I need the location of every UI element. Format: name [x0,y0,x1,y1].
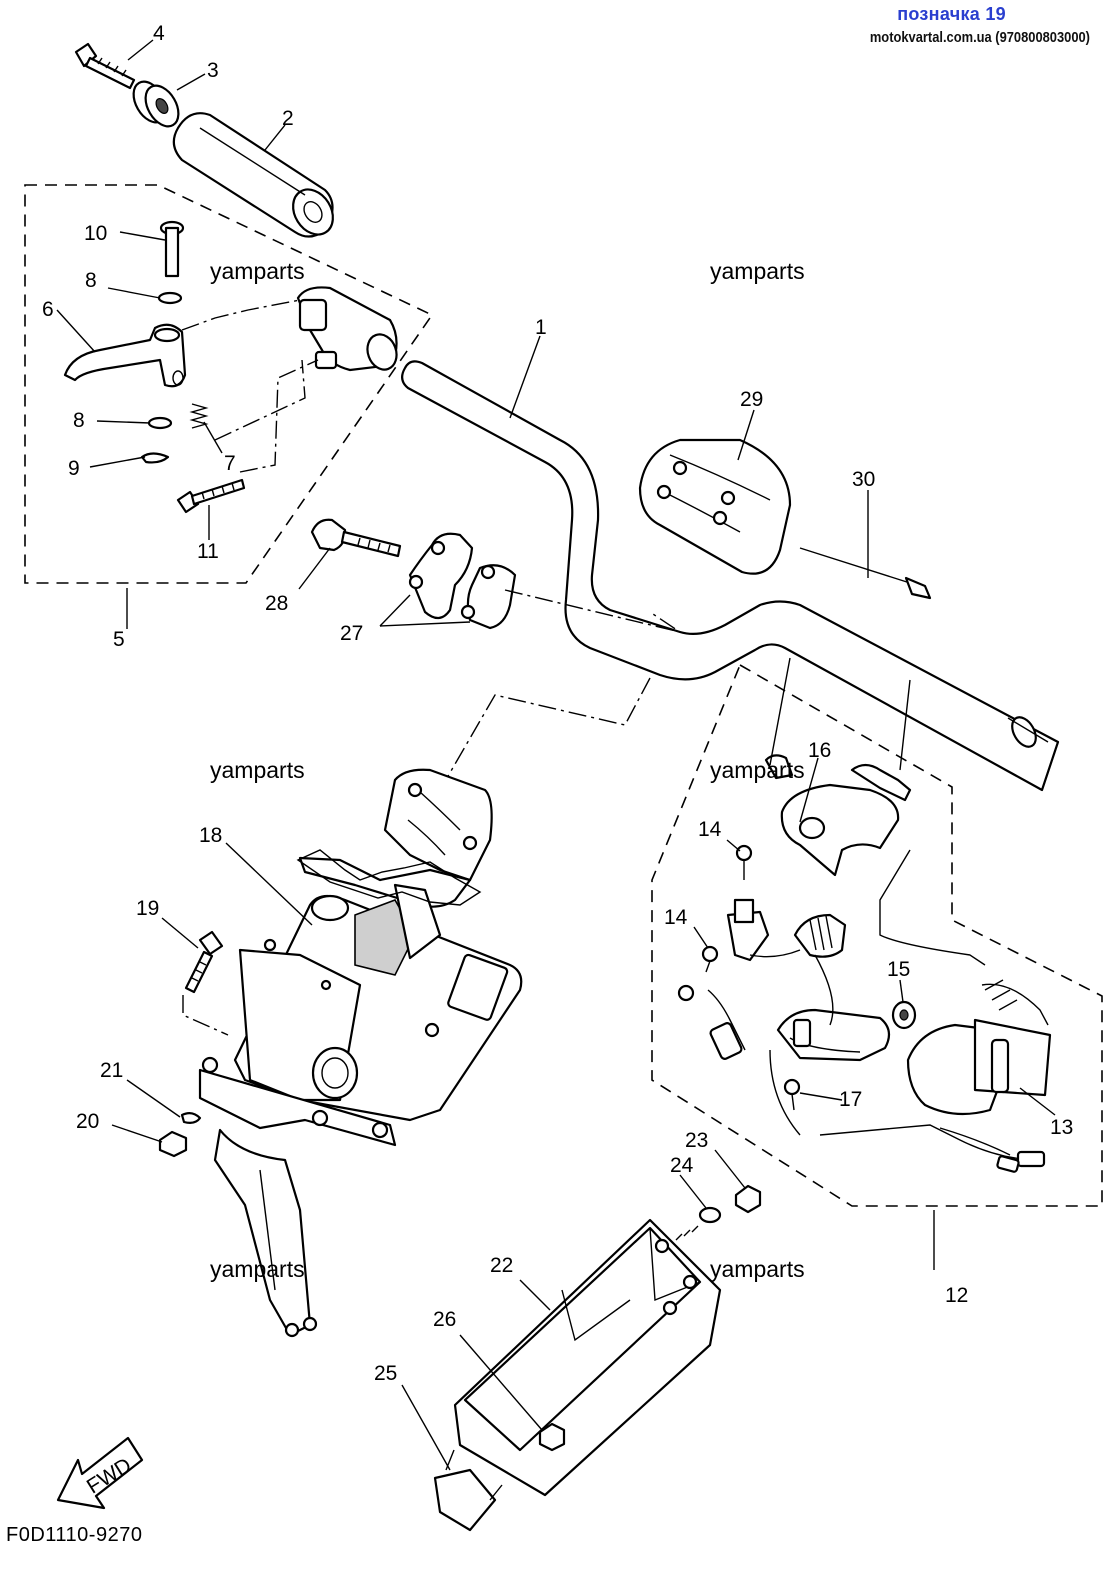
watermarks: yamparts yamparts yamparts yamparts yamp… [210,258,805,1282]
callout-11: 11 [197,540,219,563]
callout-23: 23 [685,1129,708,1152]
handlebar-holder [408,532,517,630]
callout-29: 29 [740,388,763,411]
callout-14a: 14 [698,818,722,841]
callout-28: 28 [265,592,288,615]
callout-5: 5 [113,628,125,651]
switch-wire-lead [769,657,986,966]
screw-14-lower [701,945,719,973]
assembly-line-d [504,589,681,633]
callout-3: 3 [207,59,219,82]
handlebar-pad [638,438,792,575]
circlip [140,452,170,464]
assembly-line-c [214,359,306,441]
lever-holder [296,286,398,372]
nut-20 [158,1130,188,1158]
grip [172,112,334,238]
watermark-5: yamparts [210,1256,305,1282]
throttle-switch-housing [906,979,1052,1116]
bolt-23 [734,1184,762,1214]
callout-25: 25 [374,1362,397,1385]
callout-15: 15 [887,958,910,981]
column-bolt [184,930,224,994]
grommet-15 [891,1000,917,1030]
callout-10: 10 [84,222,107,245]
brake-lever [63,323,187,388]
callout-26: 26 [433,1308,456,1331]
callout-4: 4 [153,22,165,45]
callout-18: 18 [199,824,222,847]
figure-code: F0D1110-9270 [6,1524,142,1546]
washer-21 [180,1111,202,1124]
lever-assembly-group-outline [24,184,434,584]
screw-14-upper [735,844,753,880]
callout-27: 27 [340,622,363,645]
spring [189,403,209,429]
callout-numbers: 4 3 2 10 8 6 8 9 7 11 5 1 29 30 28 27 18… [42,22,1073,1385]
callout-2: 2 [282,107,294,130]
assembly-line-f [182,995,229,1036]
callout-6: 6 [42,298,54,321]
assembly-line-a [239,359,319,473]
callout-12: 12 [945,1284,968,1307]
grip-end-bolt [74,42,136,90]
callout-21: 21 [100,1059,123,1082]
callout-8b: 8 [73,409,85,432]
callout-1: 1 [535,316,547,339]
callout-30: 30 [852,468,875,491]
callout-13: 13 [1050,1116,1073,1139]
header-title: позначка 19 [897,4,1006,24]
lever-pivot-bolt [159,220,185,278]
callout-9: 9 [68,457,80,480]
lever-holder-bolt [176,478,246,514]
nut-26 [538,1422,566,1452]
wire-harness [819,1124,1046,1173]
bracket-25 [433,1449,503,1532]
washer-lower [147,416,173,430]
callout-7: 7 [224,452,236,475]
assembly-line-b [181,299,301,331]
header-site-contact: motokvartal.com.ua (970800803000) [869,29,1090,46]
callout-22: 22 [490,1254,513,1277]
switch-assembly-group-outline [651,663,1103,1207]
callout-16: 16 [808,739,831,762]
handlebar-holder-bolt [310,518,402,558]
leader-lines [56,39,1056,1471]
callout-20: 20 [76,1110,99,1133]
assembly-line-e [439,677,651,791]
stud-24 [675,1225,699,1241]
watermark-3: yamparts [210,757,305,783]
watermark-2: yamparts [710,258,805,284]
watermark-1: yamparts [210,258,305,284]
callout-14b: 14 [664,906,688,929]
watermark-4: yamparts [710,757,805,783]
storage-box [453,1218,722,1497]
callout-8a: 8 [85,269,97,292]
switch-body [677,898,891,1136]
switch-holder [764,754,912,877]
washer-24 [698,1206,722,1224]
grip-end [132,80,180,128]
callout-24: 24 [670,1154,694,1177]
screw-17 [783,1078,801,1111]
callout-17: 17 [839,1088,862,1111]
fwd-arrow: FWD [56,1436,144,1510]
callout-19: 19 [136,897,159,920]
steering-column [198,768,523,1338]
watermark-6: yamparts [710,1256,805,1282]
handlebar [401,360,1060,792]
washer-upper [157,291,183,305]
cable-tie [799,547,932,600]
